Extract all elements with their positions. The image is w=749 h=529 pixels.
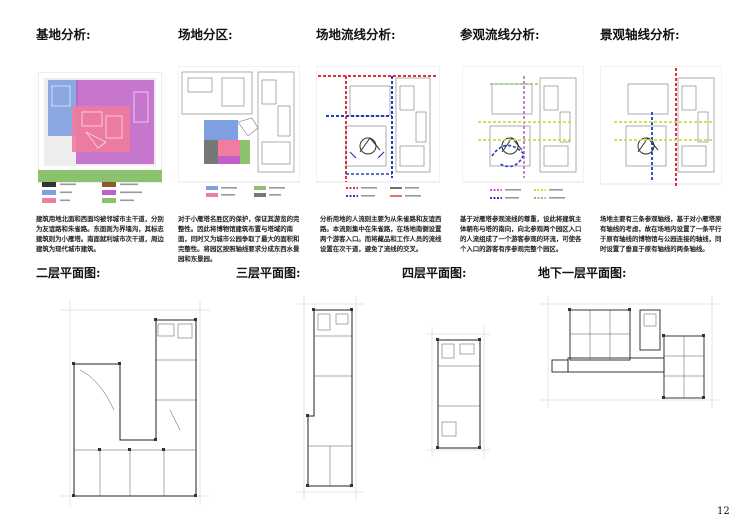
panel-text-visit-circulation: 基于对雁塔参观流线的尊重，设此将建筑主体朝布与塔的南向，向北参观两个园区入口的人… [460,215,582,253]
panel-text-zoning: 对于小雁塔名胜区的保护，保证其游览的完整性。因此将博物馆建筑布置与塔域的南面，同… [178,215,300,263]
panel-title-zoning: 场地分区: [178,27,233,42]
landscape-axis-diagram [600,66,722,190]
site-analysis-diagram [38,72,162,190]
floor-title-4f: 四层平面图: [402,266,467,280]
panel-title-site-analysis: 基地分析: [36,27,91,42]
floor-plan-b1 [540,296,720,408]
panel-text-site-analysis: 建筑用地北面和西面均被邻城市主干道，分别为友谊路和朱雀路。东面则为界墙沟，其标志… [36,215,164,253]
panel-title-landscape-axis: 景观轴线分析: [600,27,680,42]
site-analysis-legend [40,180,162,208]
zoning-legend [204,184,304,200]
floor-title-b1: 地下一层平面图: [538,266,627,280]
zoning-diagram [178,66,300,184]
floor-plan-3f [296,296,364,500]
floor-title-3f: 三层平面图: [236,266,301,280]
floor-plan-4f [426,326,490,458]
visit-circulation-diagram [462,66,584,186]
floor-plan-2f [60,300,210,506]
panel-text-site-circulation: 分析用地的人流则主要为从朱雀路和友谊西路。本流则集中在朱雀路，在场地南侧设置两个… [320,215,442,253]
site-circulation-diagram [316,66,440,186]
panel-text-landscape-axis: 场地主要有三条参观轴线，基于对小雁塔原有轴线的考虑，故在场地内设置了一条平行于原… [600,215,722,253]
page-number: 12 [717,506,730,517]
site-circulation-legend [344,184,434,202]
panel-title-site-circulation: 场地流线分析: [316,27,396,42]
panel-title-visit-circulation: 参观流线分析: [460,27,540,42]
visit-circulation-legend [488,186,578,204]
floor-title-2f: 二层平面图: [36,266,101,280]
